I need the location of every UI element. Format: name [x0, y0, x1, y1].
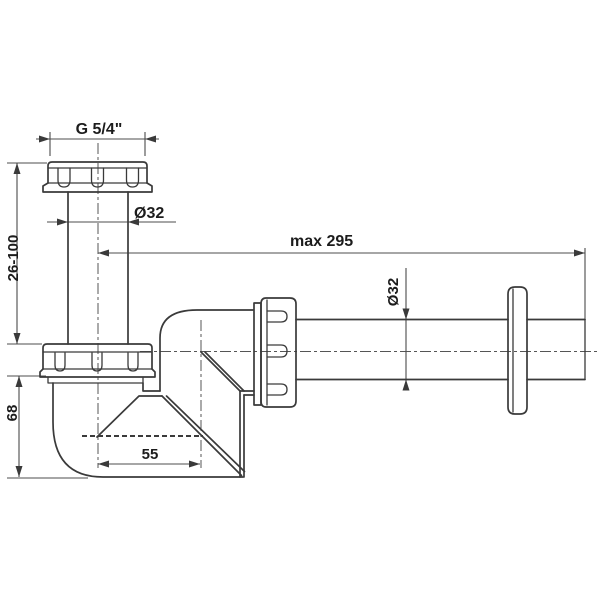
- nut-slot: [91, 352, 103, 372]
- funnel-cone: [96, 395, 163, 438]
- max-reach-label: max 295: [290, 233, 353, 250]
- outlet-nut: [253, 297, 297, 408]
- arrowhead: [145, 135, 156, 143]
- arrowhead: [402, 379, 410, 391]
- arrowhead: [13, 333, 21, 344]
- nut-slot: [266, 383, 288, 396]
- outlet-pipe: [295, 318, 586, 381]
- nut-slot: [57, 167, 71, 188]
- dim-cup-depth: 68: [4, 375, 88, 479]
- arrowhead: [574, 249, 585, 257]
- arrowhead: [128, 218, 139, 226]
- wall-rosette: [507, 286, 528, 415]
- arrowhead: [98, 460, 109, 468]
- dim-outlet-diameter: Ø32: [385, 268, 410, 391]
- nut-slot: [125, 167, 140, 188]
- arrowhead: [189, 460, 200, 468]
- axis-offset-label: 55: [142, 446, 159, 463]
- center-lines: [97, 143, 597, 468]
- trap-body: [47, 309, 255, 478]
- dim-axis-offset: 55: [98, 446, 200, 468]
- arrowhead: [98, 249, 109, 257]
- nut-slot: [54, 352, 66, 372]
- outlet-diameter-label: Ø32: [385, 278, 402, 306]
- thread-size-label: G 5/4": [76, 121, 123, 138]
- nut-slot: [266, 310, 288, 323]
- body-nut: [39, 343, 156, 378]
- nut-slot: [90, 167, 105, 188]
- nut-slot: [127, 352, 139, 372]
- dim-thread: G 5/4": [36, 121, 159, 156]
- arrowhead: [13, 163, 21, 174]
- inlet-nut: [42, 161, 153, 193]
- arrowhead: [15, 376, 23, 387]
- funnel-cone-wall: [161, 395, 246, 477]
- dim-inlet-diameter: Ø32: [47, 205, 176, 226]
- dim-adjust-range: 26-100: [5, 162, 47, 345]
- arrowhead: [15, 466, 23, 477]
- adjust-range-label: 26-100: [5, 235, 22, 282]
- arrowhead: [39, 135, 50, 143]
- arrowhead: [57, 218, 68, 226]
- cup-depth-label: 68: [4, 405, 21, 422]
- inlet-diameter-label: Ø32: [134, 205, 164, 222]
- nut-slot: [266, 344, 288, 358]
- arrowhead: [402, 308, 410, 320]
- dim-max-reach: max 295: [98, 233, 586, 320]
- inlet-tube: [67, 191, 129, 345]
